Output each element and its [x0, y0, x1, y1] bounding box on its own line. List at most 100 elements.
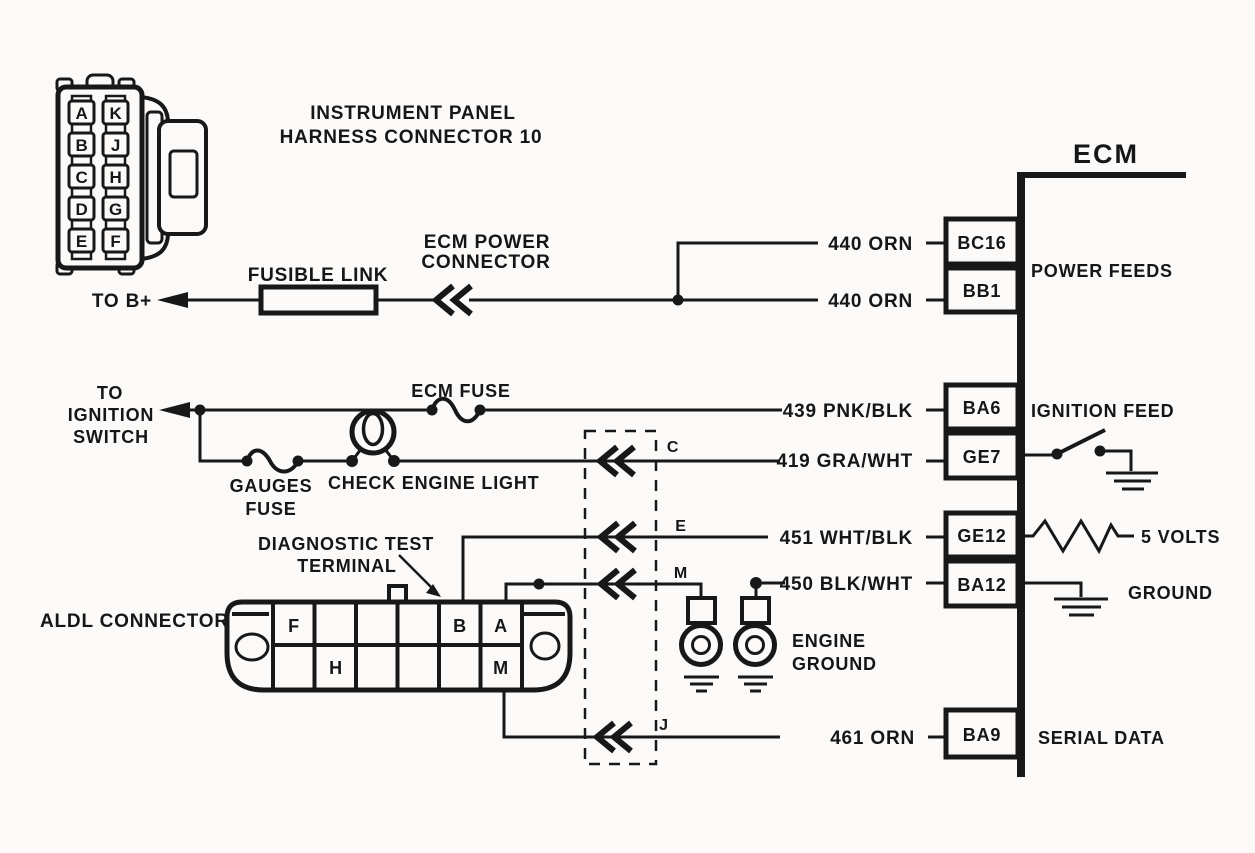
- to-ignition-label1: TO: [97, 383, 123, 403]
- connector-profile-shoulder: [140, 234, 170, 261]
- connector-left-pins: A B C D E: [67, 99, 96, 254]
- to-ignition-label2: IGNITION: [68, 405, 154, 425]
- function-ground: GROUND: [1128, 583, 1213, 603]
- pin-label: E: [76, 232, 88, 251]
- pin-cell: [101, 227, 130, 254]
- pin-label: H: [109, 168, 122, 187]
- pin-cell: [67, 131, 96, 158]
- ring-terminal-eye: [733, 623, 777, 667]
- function-serial-data: SERIAL DATA: [1038, 728, 1165, 748]
- ring-terminal-hole: [745, 635, 765, 655]
- wire-segment: [1100, 449, 1133, 471]
- ring-terminal-eye: [679, 623, 723, 667]
- ecm-terminals: BC16 BB1 BA6 GE7 GE12 BA12 BA9: [943, 216, 1021, 760]
- ring-terminal: [686, 596, 717, 625]
- ground-symbol: [738, 675, 773, 693]
- ground-symbol: [1054, 597, 1108, 617]
- ground-circuit: M ENGINE GROUND 450 BLK/WHT: [504, 565, 946, 693]
- aldl-pin-f: F: [288, 616, 300, 636]
- harness-connector-10: A B C D E K J H G F: [55, 73, 208, 276]
- serial-data-circuit: J 461 ORN: [502, 688, 946, 754]
- pin-letter-e: E: [675, 518, 686, 535]
- pin-letter-c: C: [667, 439, 679, 456]
- fusible-link-label: FUSIBLE LINK: [248, 265, 389, 286]
- aldl-mount-hole: [234, 632, 270, 662]
- ring-terminal: [740, 596, 771, 625]
- inline-connector-chevron: [431, 283, 473, 317]
- engine-ground-label2: GROUND: [792, 654, 877, 674]
- left-arrowhead: [159, 402, 190, 418]
- pin-cell: [67, 227, 96, 254]
- wire-label-419: 419 GRA/WHT: [776, 451, 913, 472]
- wire-branch: [676, 241, 818, 300]
- wire-segment: [754, 581, 785, 598]
- wire-label-440-top: 440 ORN: [828, 234, 913, 255]
- aldl-connector: ALDL CONNECTOR DIAGNOSTIC TEST TERMINAL …: [40, 534, 573, 693]
- inline-connector-boundary: [583, 429, 658, 766]
- aldl-pin-h: H: [329, 658, 343, 678]
- ecm-fuse-label: ECM FUSE: [411, 381, 510, 401]
- pin-label: J: [111, 136, 121, 155]
- ecm-module: ECM: [1017, 139, 1186, 777]
- wire-branch: [198, 410, 247, 463]
- terminal-code: BA6: [963, 398, 1001, 418]
- ecm-power-connector-label2: CONNECTOR: [421, 252, 550, 273]
- bulb-filament: [361, 411, 385, 447]
- resistor-symbol: [1018, 518, 1134, 555]
- terminal-code: BA9: [963, 725, 1001, 745]
- pin-cell: [67, 163, 96, 190]
- terminal-box-ba6: [943, 382, 1021, 432]
- pin-label: B: [75, 136, 88, 155]
- wire-label-439: 439 PNK/BLK: [783, 401, 913, 422]
- ring-terminal-hole: [691, 635, 711, 655]
- connector-profile-notch: [168, 149, 199, 199]
- aldl-pin-m: M: [493, 658, 509, 678]
- pin-cell: [101, 99, 130, 126]
- aldl-pin-b: B: [453, 616, 467, 636]
- aldl-pin-grid: [271, 604, 524, 688]
- aldl-mount-hole: [529, 631, 561, 661]
- to-b-plus-label: TO B+: [92, 291, 152, 312]
- aldl-pin-a: A: [494, 616, 508, 636]
- ecm-fuse-symbol: [430, 396, 482, 424]
- connector-profile-shoulder: [140, 95, 170, 122]
- inline-connector-chevron: [596, 567, 637, 601]
- wire-segment: [926, 241, 946, 302]
- pin-cell: [67, 99, 96, 126]
- ground-symbol: [684, 675, 719, 693]
- pin-cell: [67, 195, 96, 222]
- diagnostic-test-label2: TERMINAL: [297, 556, 396, 576]
- pin-cell: [101, 195, 130, 222]
- terminal-code: GE7: [963, 447, 1001, 467]
- terminal-box-ba9: [943, 707, 1021, 760]
- junction-dot: [533, 578, 545, 590]
- ecm-power-connector-label1: ECM POWER: [424, 232, 550, 253]
- terminal-code: BC16: [957, 233, 1006, 253]
- inline-connector-chevron: [595, 444, 636, 478]
- ecm-internal: POWER FEEDS IGNITION FEED 5 VOLTS GROUND…: [1018, 261, 1219, 748]
- harness-title-line2: HARNESS CONNECTOR 10: [280, 127, 543, 148]
- function-ignition-feed: IGNITION FEED: [1031, 401, 1174, 421]
- inline-connector-chevron: [592, 720, 633, 754]
- fusible-link-symbol: [258, 284, 379, 316]
- gauges-fuse-symbol: [245, 448, 300, 474]
- aldl-connector-label: ALDL CONNECTOR: [40, 611, 229, 632]
- terminal-box-bc16: [943, 216, 1021, 267]
- pin-label: C: [75, 168, 88, 187]
- terminal-box-bb1: [943, 265, 1021, 315]
- harness-title-line1: INSTRUMENT PANEL: [310, 103, 516, 124]
- engine-ground-label1: ENGINE: [792, 631, 866, 651]
- to-ignition-label3: SWITCH: [73, 427, 149, 447]
- pin-cell: [101, 131, 130, 158]
- function-power-feeds: POWER FEEDS: [1031, 261, 1173, 281]
- pointer-arrowhead: [426, 584, 441, 597]
- diagnostic-test-label1: DIAGNOSTIC TEST: [258, 534, 434, 554]
- terminal-box-ba12: [943, 558, 1021, 609]
- pin-cell: [101, 163, 130, 190]
- pin-label: K: [109, 104, 122, 123]
- pin-label: G: [109, 200, 123, 219]
- wire-label-450: 450 BLK/WHT: [780, 574, 913, 595]
- terminal-code: BB1: [963, 281, 1001, 301]
